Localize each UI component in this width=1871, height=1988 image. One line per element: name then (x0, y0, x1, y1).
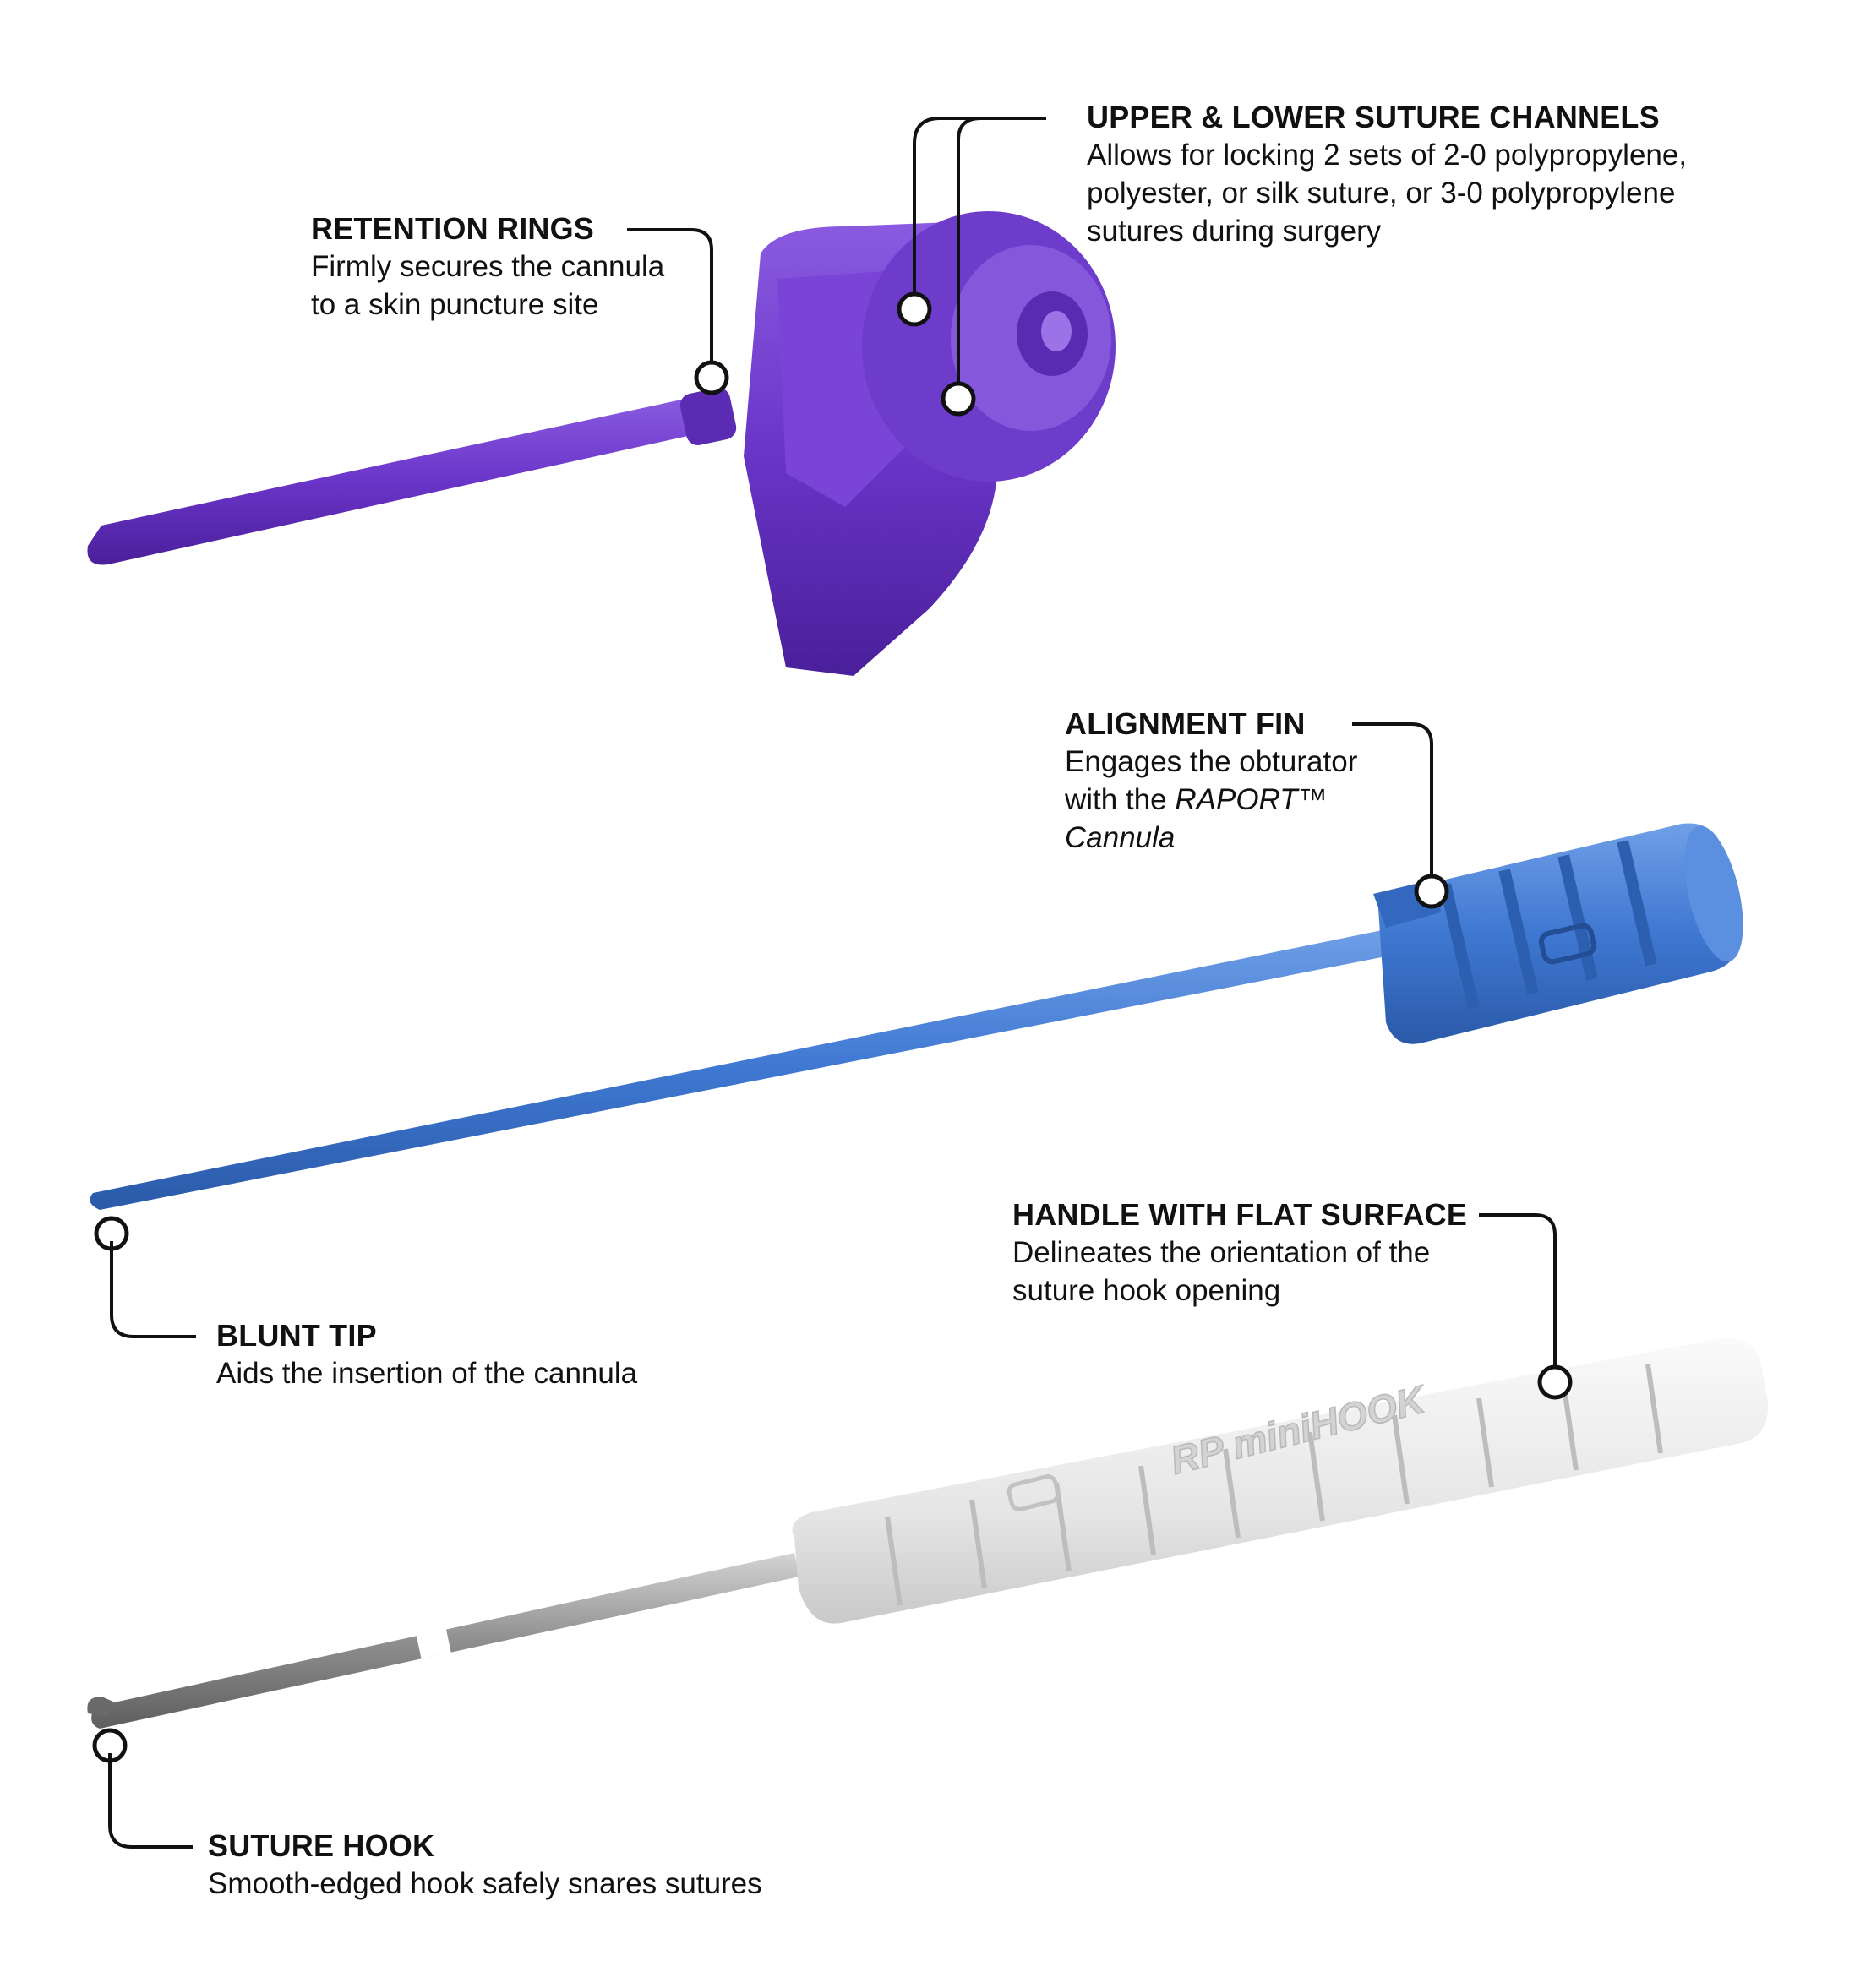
cannula-shaft (87, 397, 703, 565)
obturator-end-cap (1684, 825, 1743, 962)
callout-title: BLUNT TIP (216, 1318, 377, 1353)
obturator-logo (1538, 923, 1597, 965)
callout-description: Firmly secures the cannula to a skin pun… (311, 250, 665, 321)
callout-suture-hook: SUTURE HOOK Smooth-edged hook safely sna… (208, 1827, 762, 1903)
retention-rings (679, 388, 737, 445)
suture-hook-instrument: RP miniHOOK (87, 1338, 1769, 1729)
leader-upper-channel (913, 117, 1046, 302)
leader-handle-flat (1479, 1213, 1557, 1375)
callout-description: Delineates the orientation of the suture… (1012, 1236, 1431, 1307)
leader-suture-hook (108, 1753, 193, 1849)
suture-wheel-core (1041, 311, 1072, 351)
callout-description: Engages the obturator with the RAPORT™ C… (1065, 745, 1358, 854)
hook-handle-grooves (885, 1364, 1663, 1606)
marker-retention-rings (694, 360, 729, 395)
callout-title: HANDLE WITH FLAT SURFACE (1012, 1197, 1468, 1232)
leader-lower-channel (957, 117, 1046, 391)
callout-description: Smooth-edged hook safely snares sutures (208, 1867, 762, 1900)
marker-lower-channel (941, 381, 976, 417)
callout-description: Allows for locking 2 sets of 2-0 polypro… (1087, 139, 1688, 248)
leader-retention-rings (627, 228, 713, 370)
marker-alignment-fin (1414, 874, 1449, 909)
callout-title: ALIGNMENT FIN (1065, 706, 1306, 741)
obturator-shaft (90, 928, 1403, 1210)
hook-tip (87, 1697, 113, 1717)
callout-title: SUTURE HOOK (208, 1828, 435, 1863)
hook-handle-logo (1006, 1474, 1061, 1511)
callout-title: RETENTION RINGS (311, 211, 595, 246)
leader-alignment-fin (1352, 722, 1433, 884)
callout-suture-channels: UPPER & LOWER SUTURE CHANNELS Allows for… (1087, 98, 1687, 250)
shaft-gap (414, 1619, 451, 1659)
callout-handle-flat-surface: HANDLE WITH FLAT SURFACE Delineates the … (1012, 1196, 1467, 1310)
marker-handle-flat (1537, 1364, 1573, 1400)
callout-retention-rings: RETENTION RINGS Firmly secures the cannu… (311, 210, 664, 324)
raport-cannula (87, 211, 1116, 676)
marker-upper-channel (897, 291, 932, 327)
callout-description: Aids the insertion of the cannula (216, 1357, 638, 1390)
hook-handle (792, 1338, 1769, 1624)
obturator-grip-grooves (1439, 840, 1657, 1010)
callout-blunt-tip: BLUNT TIP Aids the insertion of the cann… (216, 1316, 637, 1392)
leader-blunt-tip (110, 1241, 196, 1338)
obturator (90, 823, 1743, 1210)
callout-title: UPPER & LOWER SUTURE CHANNELS (1087, 100, 1660, 134)
callout-alignment-fin: ALIGNMENT FIN Engages the obturator with… (1065, 705, 1357, 857)
